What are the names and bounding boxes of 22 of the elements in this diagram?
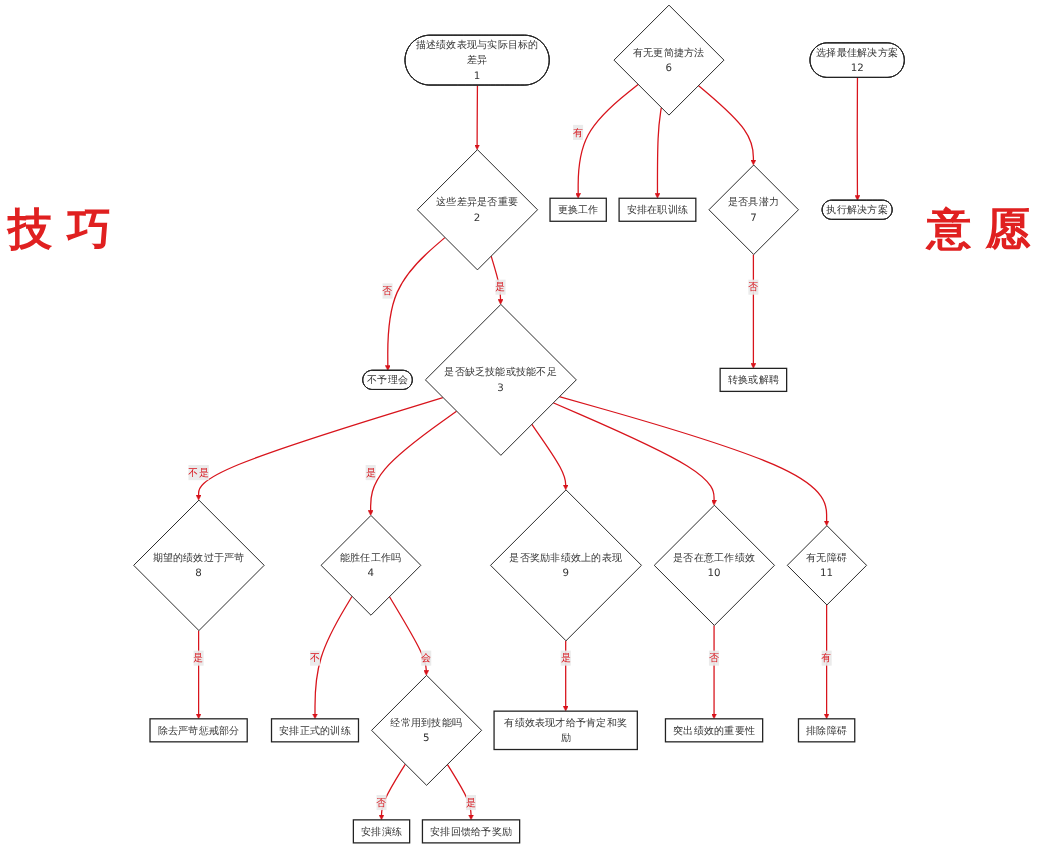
arrow (575, 83, 639, 199)
arrow (367, 410, 458, 516)
arrow (558, 395, 830, 526)
arrow (385, 237, 446, 371)
side-heading: 意 愿 (926, 204, 1030, 260)
arrow (474, 84, 480, 150)
arrow (388, 595, 430, 676)
arrow (312, 595, 353, 720)
arrow (195, 629, 202, 720)
arrow (854, 77, 861, 201)
arrow (552, 402, 717, 506)
arrow (562, 640, 569, 712)
arrow (446, 763, 474, 821)
arrow (697, 84, 757, 166)
side-heading: 技 巧 (8, 204, 112, 260)
arrow (531, 423, 569, 491)
arrow (195, 396, 444, 501)
arrow (823, 604, 830, 720)
arrow (378, 763, 406, 821)
arrow (750, 253, 757, 369)
arrow (654, 107, 662, 199)
arrow (711, 624, 717, 720)
